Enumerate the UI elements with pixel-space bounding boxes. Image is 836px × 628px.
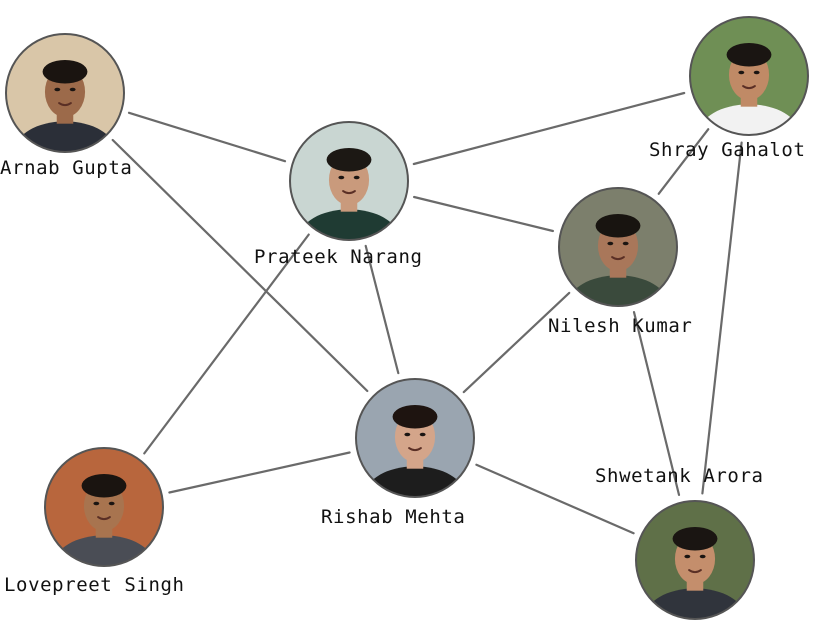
name-label-shwetank: Shwetank Arora bbox=[595, 465, 764, 487]
avatar-ring-shray bbox=[689, 16, 809, 136]
avatar-photo-shray bbox=[690, 17, 808, 135]
avatar-photo-nilesh bbox=[559, 188, 677, 306]
connection-line-prateek-rishab bbox=[364, 244, 400, 375]
connection-line-rishab-shwetank bbox=[475, 463, 635, 535]
avatar-ring-arnab bbox=[5, 33, 125, 153]
avatar-ring-lovepreet bbox=[44, 447, 164, 567]
avatar-photo-prateek bbox=[290, 122, 408, 240]
connection-line-nilesh-shwetank bbox=[632, 311, 681, 496]
connection-line-nilesh-rishab bbox=[462, 291, 571, 394]
people-nodes bbox=[5, 16, 809, 620]
avatar-photo-lovepreet bbox=[45, 448, 163, 566]
connection-line-rishab-lovepreet bbox=[168, 451, 351, 494]
name-label-lovepreet: Lovepreet Singh bbox=[4, 574, 185, 596]
avatar-ring-nilesh bbox=[558, 187, 678, 307]
connection-line-shray-nilesh bbox=[657, 128, 710, 195]
connection-line-prateek-shray bbox=[412, 91, 686, 166]
avatar-photo-rishab bbox=[356, 379, 474, 497]
avatar-photo-shwetank bbox=[636, 501, 754, 619]
name-label-prateek: Prateek Narang bbox=[254, 246, 423, 268]
avatar-ring-shwetank bbox=[635, 500, 755, 620]
connection-line-arnab-prateek bbox=[127, 111, 287, 163]
avatar-photo-arnab bbox=[6, 34, 124, 152]
connection-line-prateek-lovepreet bbox=[143, 233, 310, 455]
avatar-ring-rishab bbox=[355, 378, 475, 498]
name-label-arnab: Arnab Gupta bbox=[0, 157, 133, 179]
connection-line-arnab-rishab bbox=[111, 138, 369, 393]
connection-line-shray-shwetank bbox=[701, 141, 743, 495]
avatar-ring-prateek bbox=[289, 121, 409, 241]
connection-line-prateek-nilesh bbox=[413, 195, 555, 233]
name-label-rishab: Rishab Mehta bbox=[321, 506, 466, 528]
name-label-shray: Shray Gahalot bbox=[649, 139, 806, 161]
name-label-nilesh: Nilesh Kumar bbox=[548, 315, 693, 337]
connection-lines bbox=[111, 91, 743, 535]
